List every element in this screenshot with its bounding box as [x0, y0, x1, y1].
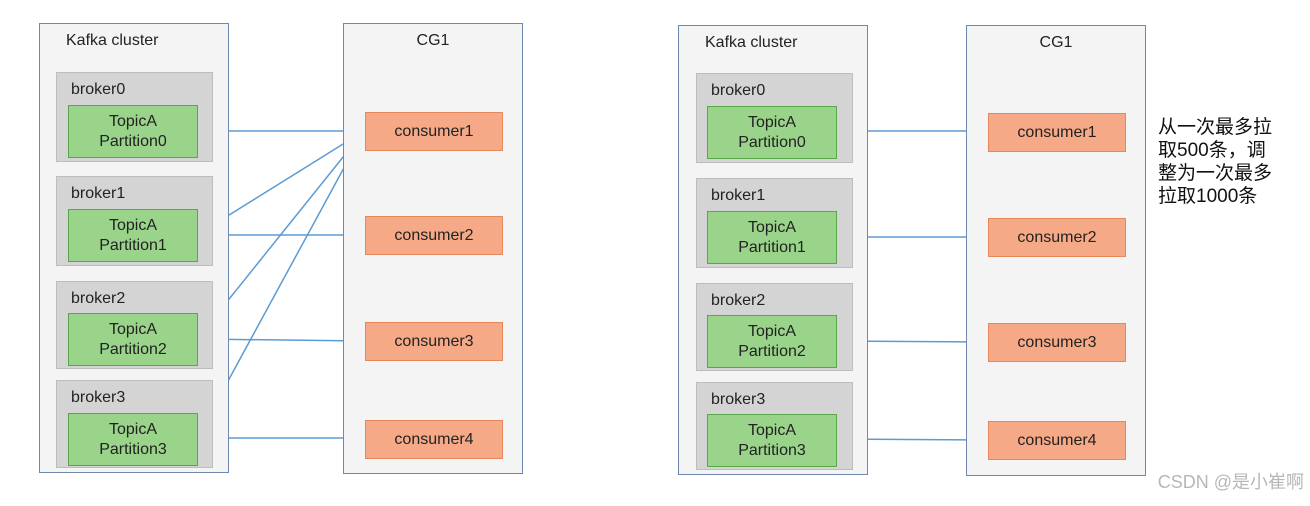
- consumer-label: consumer4: [1017, 431, 1097, 449]
- partition-name: Partition1: [99, 236, 167, 254]
- partition-box: TopicA Partition2: [707, 315, 837, 368]
- partition-name: Partition3: [738, 441, 806, 459]
- consumer-label: consumer2: [394, 226, 474, 244]
- consumer-box: consumer2: [988, 218, 1126, 257]
- broker-label: broker1: [711, 187, 766, 204]
- consumer-label: consumer2: [1017, 228, 1097, 246]
- partition-box: TopicA Partition1: [707, 211, 837, 264]
- broker-label: broker0: [711, 82, 766, 99]
- consumer-box: consumer1: [988, 113, 1126, 152]
- partition-box: TopicA Partition0: [68, 105, 198, 158]
- broker-label: broker1: [71, 185, 126, 202]
- topic-name: TopicA: [747, 421, 797, 439]
- broker-label: broker2: [711, 292, 766, 309]
- group-title: CG1: [416, 32, 450, 49]
- cluster-title: Kafka cluster: [705, 34, 798, 51]
- consumer-box: consumer4: [988, 421, 1126, 460]
- cluster-title: Kafka cluster: [66, 32, 159, 49]
- partition-box: TopicA Partition1: [68, 209, 198, 262]
- consumer-label: consumer1: [394, 122, 474, 140]
- partition-name: Partition2: [99, 340, 167, 358]
- watermark: CSDN @是小崔啊: [1157, 472, 1304, 492]
- broker-label: broker3: [71, 389, 126, 406]
- topic-name: TopicA: [747, 218, 797, 236]
- partition-name: Partition2: [738, 342, 806, 360]
- partition-box: TopicA Partition3: [68, 413, 198, 466]
- partition-name: Partition3: [99, 440, 167, 458]
- broker-label: broker0: [71, 81, 126, 98]
- consumer-label: consumer4: [394, 430, 474, 448]
- topic-name: TopicA: [108, 320, 158, 338]
- partition-box: TopicA Partition0: [707, 106, 837, 159]
- topic-name: TopicA: [747, 113, 797, 131]
- partition-box: TopicA Partition2: [68, 313, 198, 366]
- broker-label: broker3: [711, 391, 766, 408]
- consumer-box: consumer2: [365, 216, 503, 255]
- group-title: CG1: [1039, 34, 1073, 51]
- consumer-label: consumer3: [1017, 333, 1097, 351]
- consumer-box: consumer3: [365, 322, 503, 361]
- topic-name: TopicA: [108, 112, 158, 130]
- partition-name: Partition1: [738, 238, 806, 256]
- consumer-box: consumer1: [365, 112, 503, 151]
- consumer-box: consumer4: [365, 420, 503, 459]
- consumer-label: consumer1: [1017, 123, 1097, 141]
- consumer-box: consumer3: [988, 323, 1126, 362]
- partition-name: Partition0: [99, 132, 167, 150]
- consumer-label: consumer3: [394, 332, 474, 350]
- topic-name: TopicA: [108, 420, 158, 438]
- topic-name: TopicA: [747, 322, 797, 340]
- topic-name: TopicA: [108, 216, 158, 234]
- partition-name: Partition0: [738, 133, 806, 151]
- annotation-note: 从一次最多拉 取500条，调 整为一次最多 拉取1000条: [1158, 117, 1273, 207]
- broker-label: broker2: [71, 290, 126, 307]
- partition-box: TopicA Partition3: [707, 414, 837, 467]
